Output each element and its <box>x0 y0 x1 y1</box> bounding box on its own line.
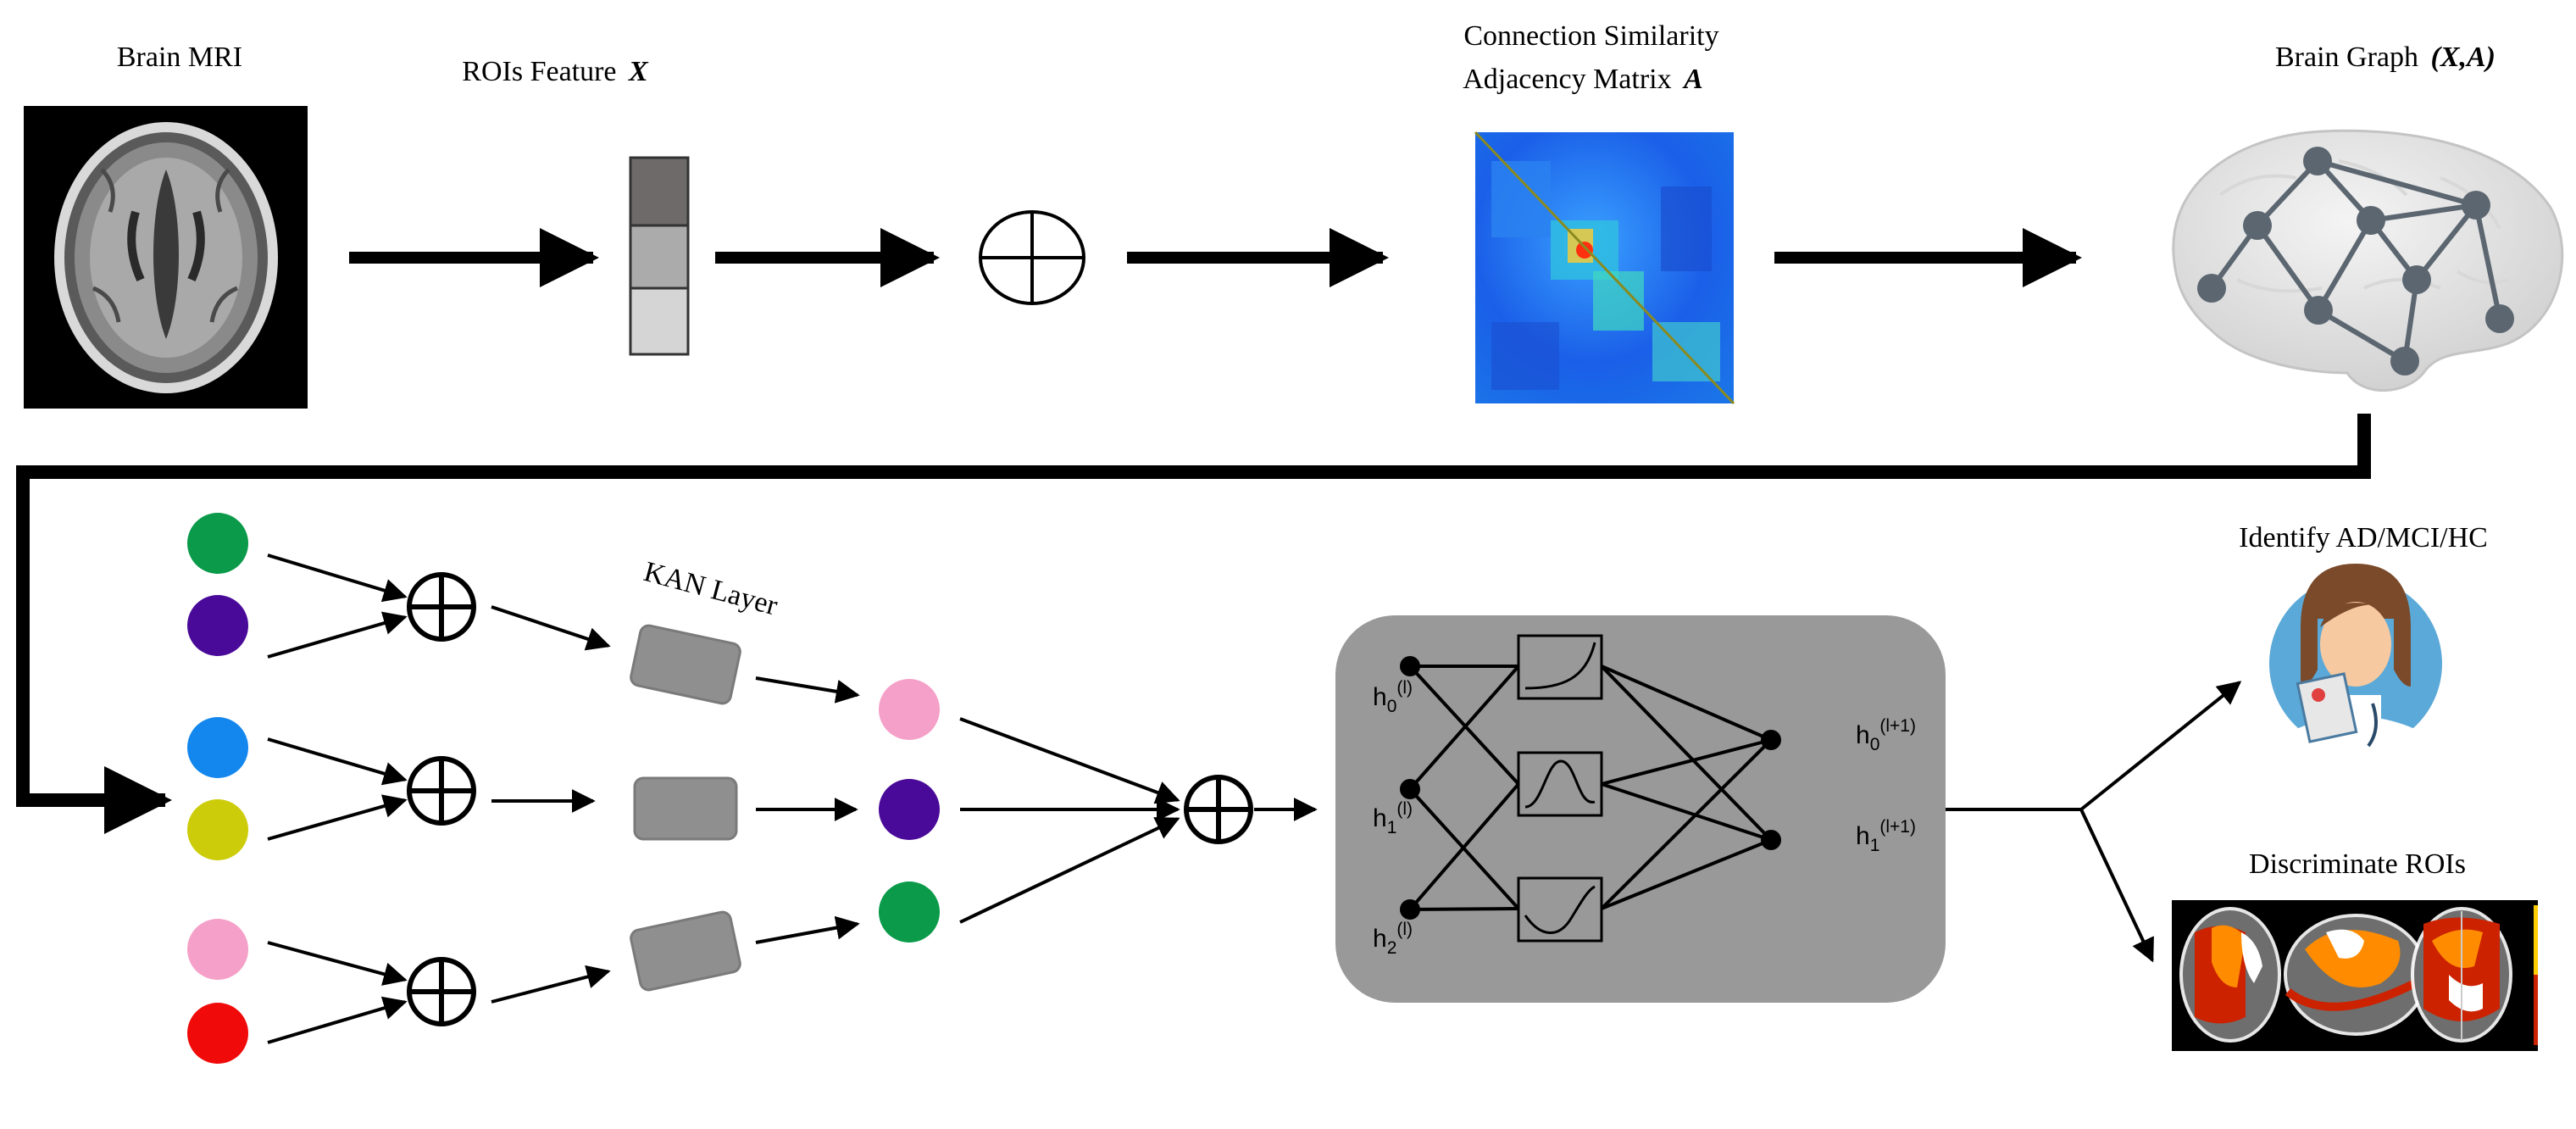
doctor-icon <box>2269 564 2442 763</box>
activation-box-2 <box>1517 751 1603 817</box>
node-purple-2 <box>879 779 940 840</box>
adjacency-matrix-text: Adjacency Matrix <box>1463 64 1671 95</box>
kan-unit-1 <box>630 624 741 705</box>
connector-graph-to-encoder <box>16 414 2371 834</box>
input-label-h1: h1(l) <box>1373 799 1413 837</box>
activation-boxes <box>1517 634 1603 943</box>
node-purple-1 <box>187 595 248 656</box>
roi-feature-vector <box>629 156 690 356</box>
rois-feature-label: ROIs Feature X <box>462 56 649 87</box>
kan-units <box>630 624 741 992</box>
kan-block-output-dots <box>1761 730 1781 850</box>
kan-output-nodes <box>879 679 940 943</box>
node-to-sum-arrows <box>267 553 408 1044</box>
adjacency-matrix-symbol: A <box>1682 64 1703 95</box>
sum-to-kan-arrows <box>491 605 611 1004</box>
node-olive <box>187 799 248 860</box>
output-branch <box>1946 681 2242 963</box>
sum-operator-3 <box>407 957 476 1026</box>
kan-unit-3 <box>630 910 741 992</box>
sum-operator-1 <box>407 572 476 642</box>
kan-to-node-arrows <box>755 676 860 944</box>
node-to-aggregation-arrows <box>959 717 1180 924</box>
output-label-h1: h1(l+1) <box>1856 817 1916 855</box>
output-label-h0: h0(l+1) <box>1856 716 1916 754</box>
input-nodes <box>187 513 248 1064</box>
activation-box-3 <box>1517 876 1603 943</box>
connection-similarity-label: Connection Similarity <box>1463 20 1718 52</box>
sum-operator-2 <box>407 756 476 826</box>
brain-mri-label: Brain MRI <box>117 42 242 73</box>
graph-nodes <box>2197 147 2514 375</box>
discriminate-rois-image <box>2172 900 2538 1051</box>
activation-box-1 <box>1517 634 1603 700</box>
brain-silhouette <box>2172 129 2564 392</box>
identify-label: Identify AD/MCI/HC <box>2239 522 2488 553</box>
sum-operators <box>407 572 476 1026</box>
brain-graph-label: Brain Graph (X,A) <box>2275 42 2496 73</box>
brain-mri-image <box>24 106 308 409</box>
input-label-h2: h2(l) <box>1373 920 1413 958</box>
node-blue <box>187 717 248 778</box>
adjacency-matrix-heatmap <box>1474 131 1735 405</box>
input-label-h0: h0(l) <box>1373 678 1413 716</box>
kan-layer-label: KAN Layer <box>641 556 781 622</box>
kan-unit-2 <box>633 776 738 841</box>
rois-feature-text: ROIs Feature <box>462 56 616 87</box>
kan-block: h0(l) h1(l) h2(l) h0(l+1) h1(l+1) <box>1335 615 1946 1003</box>
node-red <box>187 1003 248 1064</box>
kan-block-edges <box>1408 665 1773 911</box>
brain-graph <box>2172 129 2564 392</box>
node-pink-1 <box>187 919 248 980</box>
adjacency-matrix-label: Adjacency Matrix A <box>1463 64 1703 95</box>
kan-block-input-dots <box>1400 656 1420 920</box>
aggregation-operator-bottom <box>1184 775 1253 844</box>
aggregation-operator-top <box>979 210 1085 305</box>
discriminate-label: Discriminate ROIs <box>2249 848 2466 880</box>
node-green-2 <box>879 882 940 943</box>
node-green-1 <box>187 513 248 574</box>
node-pink-2 <box>879 679 940 740</box>
brain-graph-text: Brain Graph <box>2275 42 2418 73</box>
brain-graph-symbol: (X,A) <box>2431 42 2496 73</box>
rois-feature-symbol: X <box>628 56 649 87</box>
